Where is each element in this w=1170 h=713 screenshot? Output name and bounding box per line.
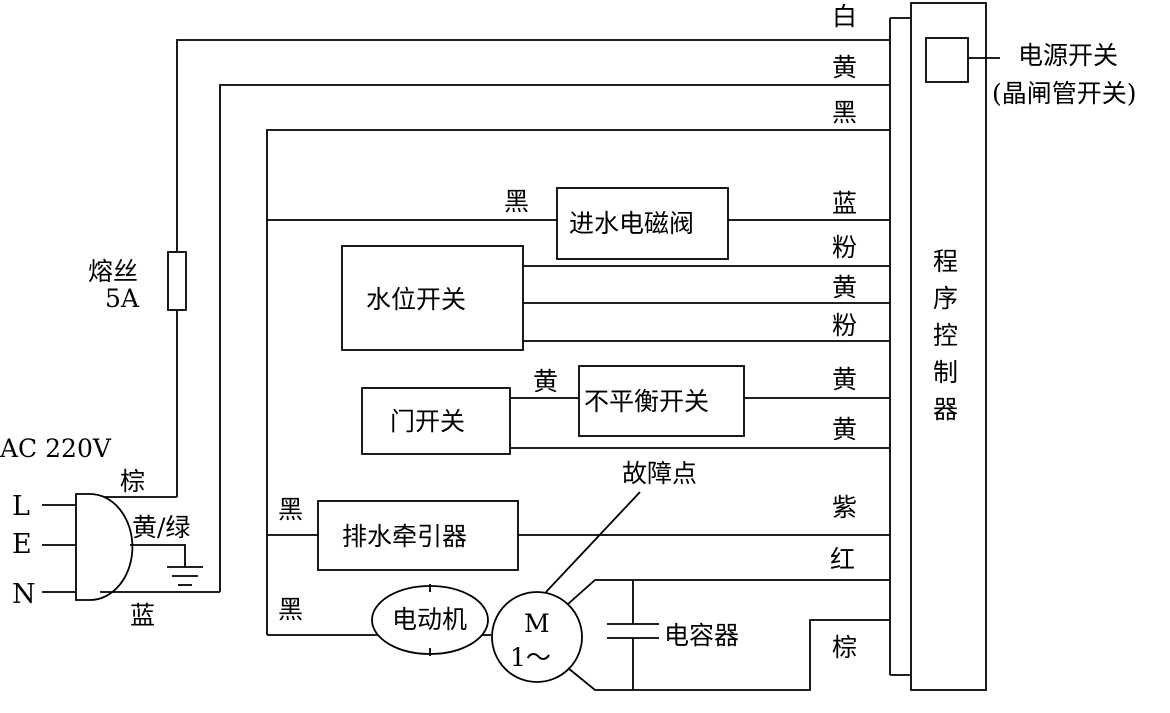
wire-label-pink-2: 粉 xyxy=(832,311,857,340)
wire-label-yellow-2: 黄 xyxy=(832,273,857,302)
wire-label-red: 红 xyxy=(830,545,855,574)
fault-point-label: 故障点 xyxy=(622,459,697,488)
plug-symbol xyxy=(75,493,134,601)
controller-char-5: 器 xyxy=(933,395,958,424)
fuse-label: 熔丝 xyxy=(88,257,138,286)
fuse-rating: 5A xyxy=(105,284,140,313)
water-level-switch-box xyxy=(341,245,524,351)
motor-label: 电动机 xyxy=(392,605,467,634)
wire-label-blue: 蓝 xyxy=(832,189,857,218)
wire-label-white: 白 xyxy=(832,2,857,31)
drain-tractor-label: 排水牵引器 xyxy=(342,522,467,551)
controller-char-2: 序 xyxy=(933,284,958,313)
motor-symbol xyxy=(491,591,583,683)
fault-point-leader xyxy=(545,491,641,593)
power-switch-sublabel: (晶闸管开关) xyxy=(992,79,1137,108)
wire-label-black-1: 黑 xyxy=(832,98,857,127)
controller-char-4: 制 xyxy=(933,358,958,387)
motor-symbol-m: M xyxy=(524,609,550,638)
wire-label-black-valve: 黑 xyxy=(504,187,529,216)
program-controller-block xyxy=(910,2,987,691)
inlet-valve-box xyxy=(556,187,729,260)
wire-label-black-drain: 黑 xyxy=(278,495,303,524)
wire-label-yellow-3: 黄 xyxy=(832,365,857,394)
program-controller-label: 程 序 控 制 器 xyxy=(933,247,958,424)
unbalance-switch-box xyxy=(578,365,745,437)
door-switch-box xyxy=(361,387,511,455)
wire-yellow-neutral xyxy=(219,84,890,592)
wire-label-pink-1: 粉 xyxy=(832,233,857,262)
plug-label-l: L xyxy=(12,491,30,522)
wire-label-yellow-green: 黄/绿 xyxy=(132,513,190,542)
unbalance-switch-label: 不平衡开关 xyxy=(584,387,709,416)
wire-label-yellow-4: 黄 xyxy=(832,415,857,444)
fuse-symbol xyxy=(167,251,187,311)
wire-ground xyxy=(130,544,186,567)
wire-label-blue-plug: 蓝 xyxy=(130,601,155,630)
wire-label-purple: 紫 xyxy=(832,493,857,522)
drain-tractor-box xyxy=(317,500,519,571)
wire-label-brown-right: 棕 xyxy=(832,633,857,662)
capacitor-label: 电容器 xyxy=(664,621,739,650)
plug-label-e: E xyxy=(12,529,32,560)
wire-red xyxy=(567,579,890,605)
inlet-valve-label: 进水电磁阀 xyxy=(569,209,694,238)
wire-label-brown-plug: 棕 xyxy=(120,467,145,496)
ac-voltage-label: AC 220V xyxy=(0,434,112,463)
wire-white xyxy=(176,39,890,252)
power-switch-label: 电源开关 xyxy=(1018,41,1118,70)
controller-char-1: 程 xyxy=(933,247,958,276)
wire-brown-motor xyxy=(567,619,890,691)
water-level-switch-label: 水位开关 xyxy=(366,285,466,314)
plug-label-n: N xyxy=(12,579,36,610)
wire-label-black-motor: 黑 xyxy=(278,595,303,624)
wire-label-yellow-door: 黄 xyxy=(533,367,558,396)
wire-label-yellow-1: 黄 xyxy=(832,53,857,82)
wire-black-common xyxy=(266,129,890,635)
controller-char-3: 控 xyxy=(933,321,958,350)
power-switch-symbol xyxy=(925,37,969,83)
ground-symbol xyxy=(167,566,203,586)
motor-symbol-phase: 1～ xyxy=(510,643,551,672)
door-switch-label: 门开关 xyxy=(390,407,465,436)
